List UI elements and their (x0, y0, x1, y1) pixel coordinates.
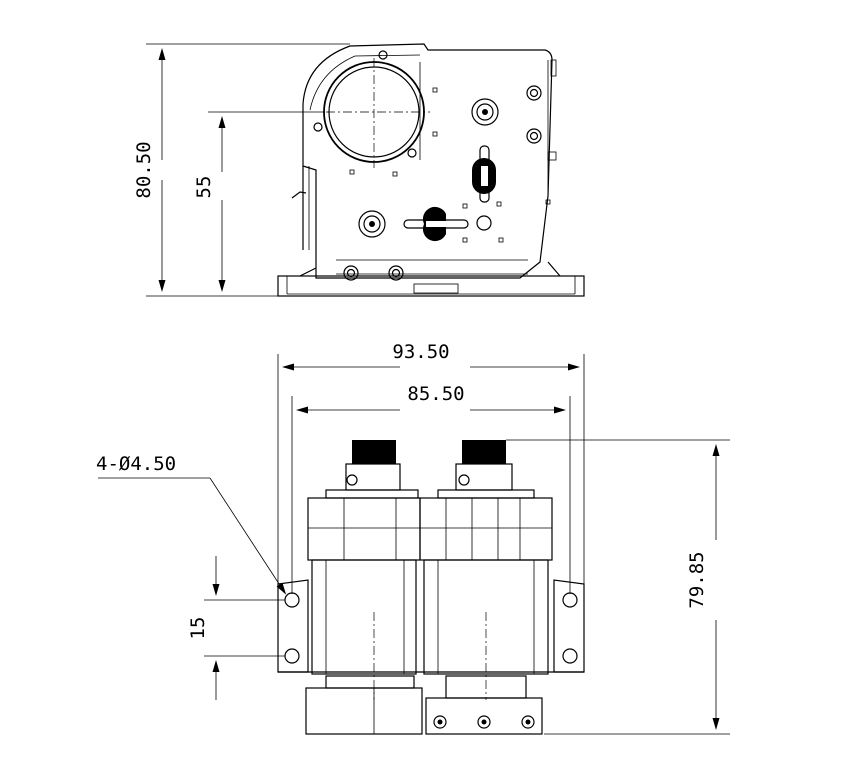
dim-label-85-50: 85.50 (407, 383, 464, 405)
horizontal-slot (403, 206, 469, 242)
front-view: 93.50 85.50 79.85 15 (96, 341, 730, 735)
motor-right (419, 440, 553, 700)
top-view: 80.50 55 (133, 43, 585, 297)
dim-height-80-50: 80.50 (133, 43, 350, 297)
dim-width-85-50: 85.50 (291, 383, 571, 594)
dim-label-79-85: 79.85 (686, 551, 708, 608)
dim-width-93-50: 93.50 (277, 341, 585, 584)
flange-plate (277, 579, 585, 673)
dim-label-55: 55 (193, 176, 215, 199)
vertical-slot (472, 145, 496, 203)
main-bore (313, 50, 430, 168)
base-plate (277, 261, 585, 297)
gearbox-bottom (305, 675, 543, 735)
motor-left (307, 440, 421, 700)
mount-hole-tl (284, 592, 300, 608)
mount-hole-br (562, 648, 578, 664)
hole-callout: 4-Ø4.50 (96, 453, 287, 595)
side-plate (291, 43, 557, 279)
dim-label-15: 15 (187, 617, 209, 640)
dim-height-79-85: 79.85 (506, 439, 730, 735)
dim-hole-pitch-15: 15 (187, 556, 285, 700)
mount-hole-bl (284, 648, 300, 664)
fasteners-top (343, 85, 542, 281)
dim-label-80-50: 80.50 (133, 141, 155, 198)
hole-callout-label: 4-Ø4.50 (96, 453, 176, 475)
dim-label-93-50: 93.50 (392, 341, 449, 363)
dim-height-55: 55 (193, 111, 325, 292)
mount-hole-tr (562, 592, 578, 608)
small-holes (349, 87, 551, 243)
